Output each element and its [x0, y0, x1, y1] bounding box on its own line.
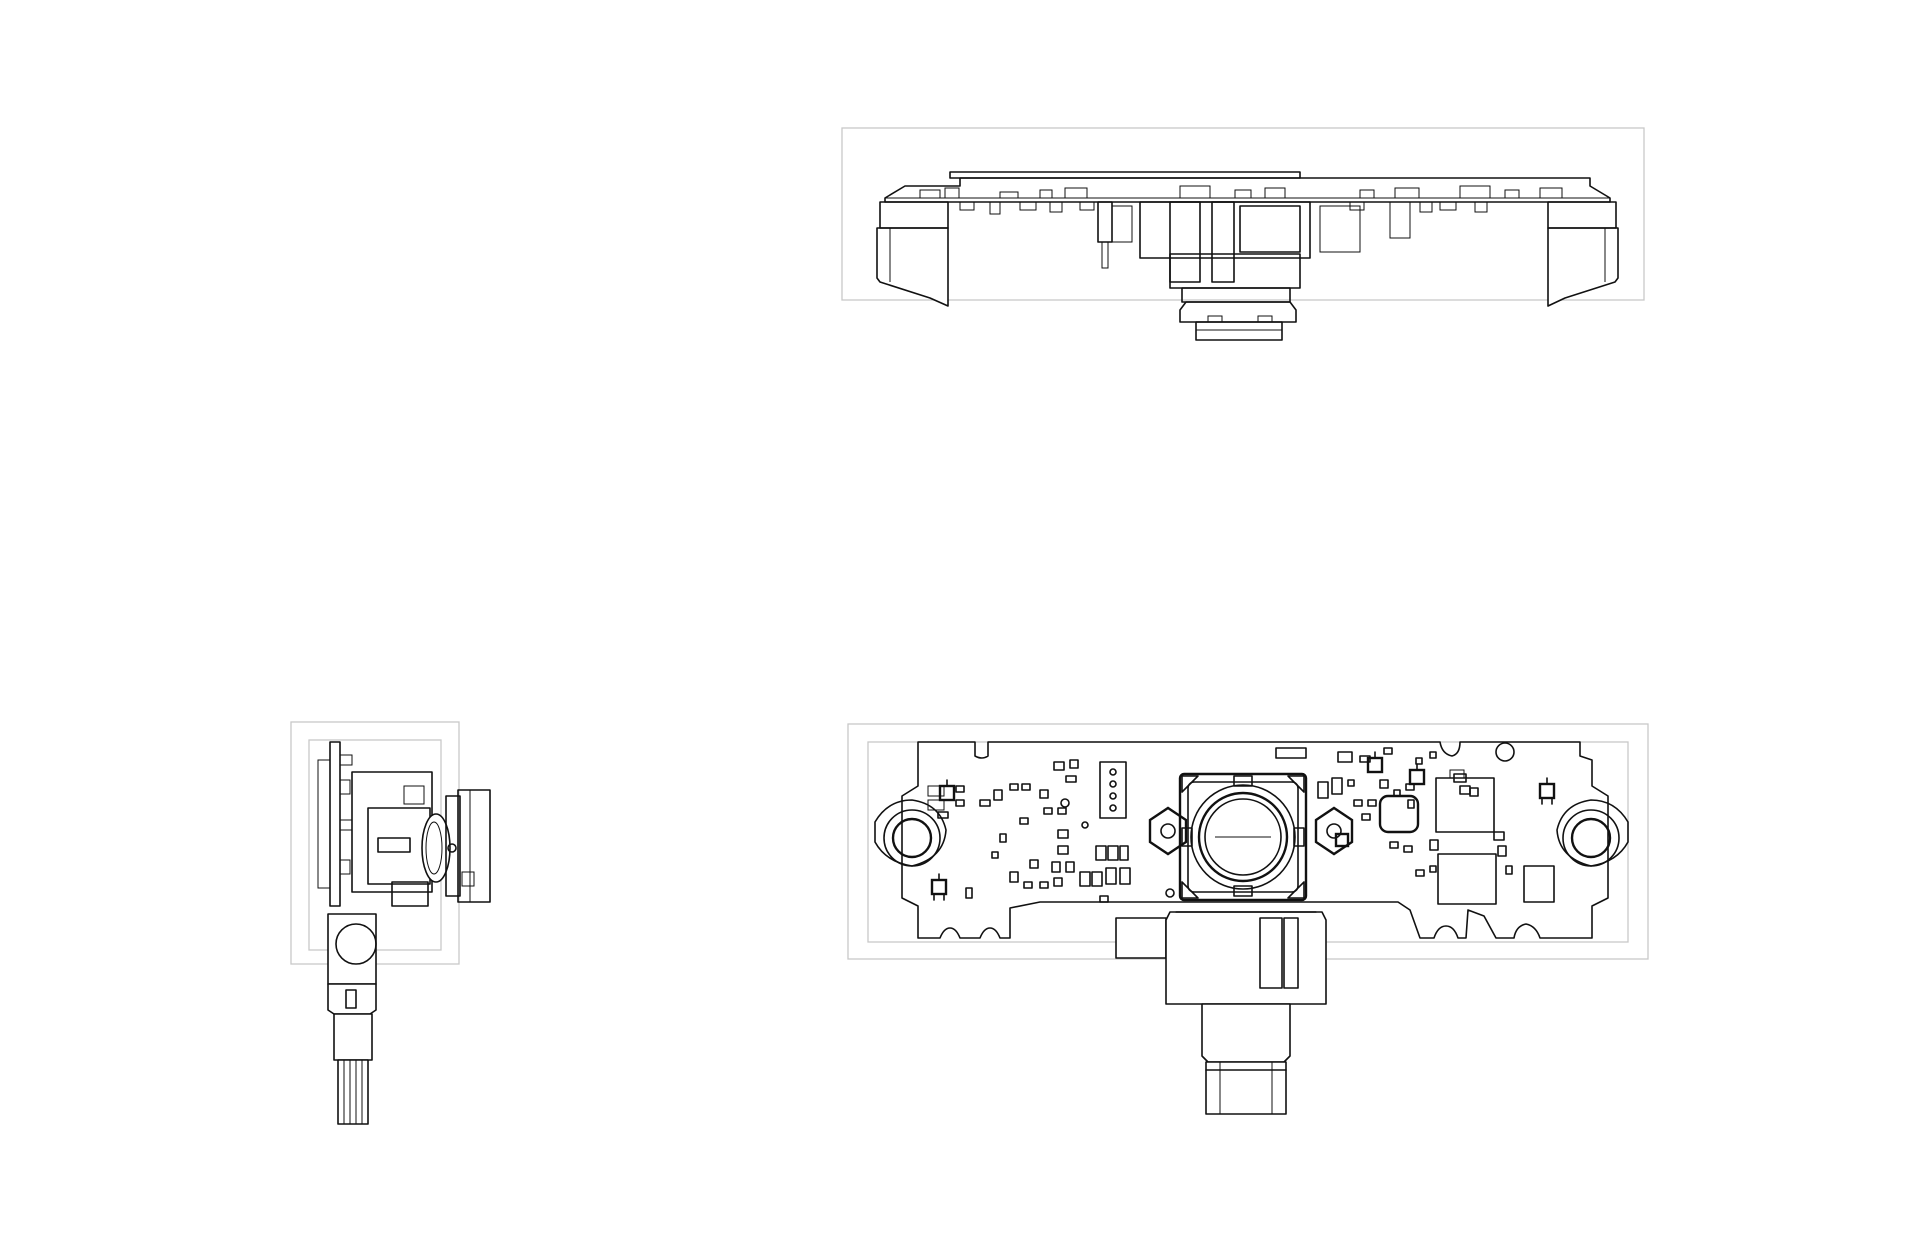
transistor	[938, 779, 956, 802]
lens-housing-front	[1139, 201, 1361, 341]
inductor	[1378, 794, 1420, 834]
board-top-components	[919, 185, 1563, 199]
transistor	[1408, 763, 1426, 786]
side-pcb	[329, 741, 341, 907]
alignment-hole	[1495, 742, 1515, 762]
ic-package	[1435, 777, 1495, 833]
alignment-hole	[1081, 821, 1089, 829]
side-lens	[421, 813, 451, 883]
smd-components-right	[1275, 747, 1513, 877]
side-cable-boot	[333, 1013, 373, 1061]
transistor	[1334, 832, 1350, 848]
lens-barrel-ring	[1179, 301, 1297, 323]
side-flange	[445, 795, 461, 897]
alignment-hole	[1060, 798, 1070, 808]
side-cable	[337, 1059, 369, 1125]
transistor	[930, 873, 948, 901]
front-elevation-view	[841, 127, 1645, 341]
transistor	[1366, 751, 1384, 774]
right-mount-foot	[1547, 227, 1619, 307]
lens-module-plan	[1178, 772, 1308, 902]
pcb-outline	[901, 741, 1609, 939]
capacitor-block	[1523, 865, 1555, 903]
board-bottom-components	[959, 201, 1488, 239]
top-plan-view	[847, 723, 1649, 1115]
left-hex-standoff	[1148, 806, 1188, 856]
small-connector	[1097, 201, 1113, 243]
transistor	[1538, 777, 1556, 805]
right-hex-standoff	[1314, 806, 1354, 856]
lens-barrel-bottom	[1195, 321, 1283, 341]
left-foot-top	[879, 201, 949, 229]
top-plate	[949, 171, 1301, 179]
side-housing	[351, 771, 433, 893]
left-mount-boss	[874, 799, 947, 867]
left-mount-foot	[876, 227, 949, 307]
main-connector-plan	[1115, 911, 1327, 1115]
ic-package	[1437, 853, 1497, 905]
smd-components-left	[927, 759, 1131, 903]
right-mount-boss	[1556, 799, 1629, 867]
alignment-hole	[1165, 888, 1175, 898]
pin-header	[1099, 761, 1127, 819]
side-elevation-view	[290, 721, 491, 1125]
front-view-frame	[841, 127, 1645, 301]
right-foot-top	[1547, 201, 1617, 229]
